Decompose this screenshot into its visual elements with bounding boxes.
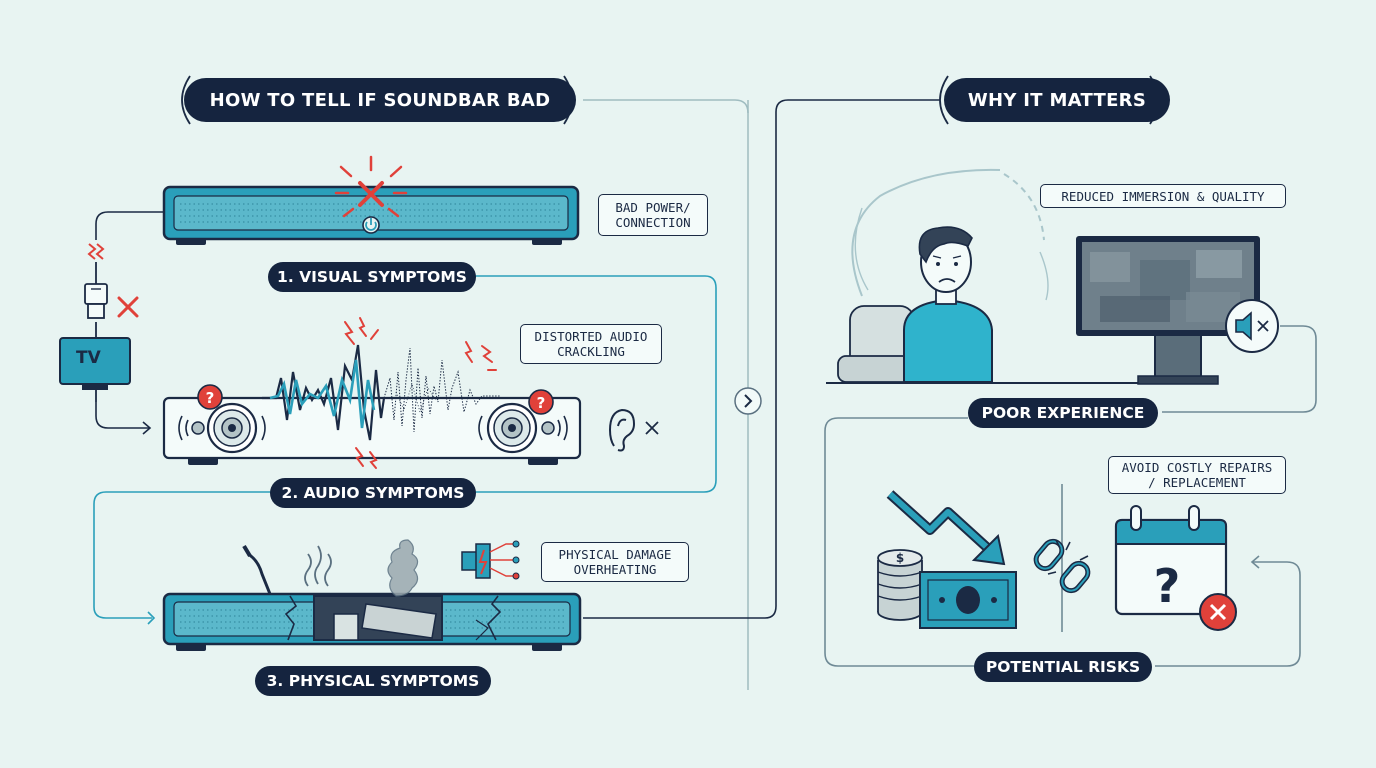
x-mark-icon	[117, 296, 139, 318]
question-badge-icon	[197, 384, 554, 415]
flow-connectors	[93, 99, 1317, 667]
muted-speaker-icon[interactable]	[1225, 299, 1279, 353]
heat-waves-icon	[304, 545, 332, 587]
physical-symptoms-label: 3. PHYSICAL SYMPTOMS	[255, 666, 491, 696]
calendar-question-mark: ?	[1154, 559, 1181, 613]
section-title-how-to-tell: HOW TO TELL IF SOUNDBAR BAD	[184, 78, 576, 122]
trend-down-arrow-icon	[886, 490, 1006, 566]
hdmi-plug-icon	[84, 243, 108, 319]
question-badge-mark: ?	[537, 394, 546, 412]
crackle-spark-icon	[344, 317, 497, 469]
tv-icon	[59, 322, 131, 402]
calendar-icon	[1114, 505, 1237, 631]
ear-icon	[608, 408, 659, 452]
bad-power-connection-callout: BAD POWER/ CONNECTION	[598, 194, 708, 236]
physical-damage-callout: PHYSICAL DAMAGE OVERHEATING	[541, 542, 689, 582]
tv-label: TV	[76, 348, 101, 368]
question-badge-mark: ?	[206, 389, 215, 407]
speaker-driver-icon	[478, 402, 568, 454]
avoid-costly-repairs-callout: AVOID COSTLY REPAIRS / REPLACEMENT	[1108, 456, 1286, 494]
power-failure-x-mark-icon	[334, 155, 408, 218]
soundbar-visual	[162, 185, 580, 245]
power-icon	[362, 216, 380, 234]
potential-risks-label: POTENTIAL RISKS	[974, 652, 1152, 682]
blurry-tv-icon	[1076, 236, 1260, 385]
dollar-sign: $	[896, 551, 904, 565]
immersion-arcs	[851, 168, 1049, 301]
distorted-waveform	[262, 344, 500, 441]
chevron-right-icon[interactable]	[734, 387, 762, 415]
visual-symptoms-label: 1. VISUAL SYMPTOMS	[268, 262, 476, 292]
poor-experience-label: POOR EXPERIENCE	[968, 398, 1158, 428]
audio-symptoms-label: 2. AUDIO SYMPTOMS	[270, 478, 476, 508]
distorted-audio-callout: DISTORTED AUDIO CRACKLING	[520, 324, 662, 364]
broken-link-icon	[1033, 484, 1091, 632]
circuit-icon	[461, 540, 520, 580]
person-icon	[903, 226, 993, 383]
banknote-icon	[919, 571, 1017, 629]
soundbar-physical	[162, 592, 582, 651]
reduced-immersion-callout: REDUCED IMMERSION & QUALITY	[1040, 184, 1286, 208]
speaker-driver-icon	[178, 402, 266, 454]
armchair-icon	[826, 305, 1140, 384]
section-title-why-it-matters: WHY IT MATTERS	[944, 78, 1170, 122]
antenna-icon	[242, 544, 272, 595]
smoke-icon	[387, 539, 419, 597]
